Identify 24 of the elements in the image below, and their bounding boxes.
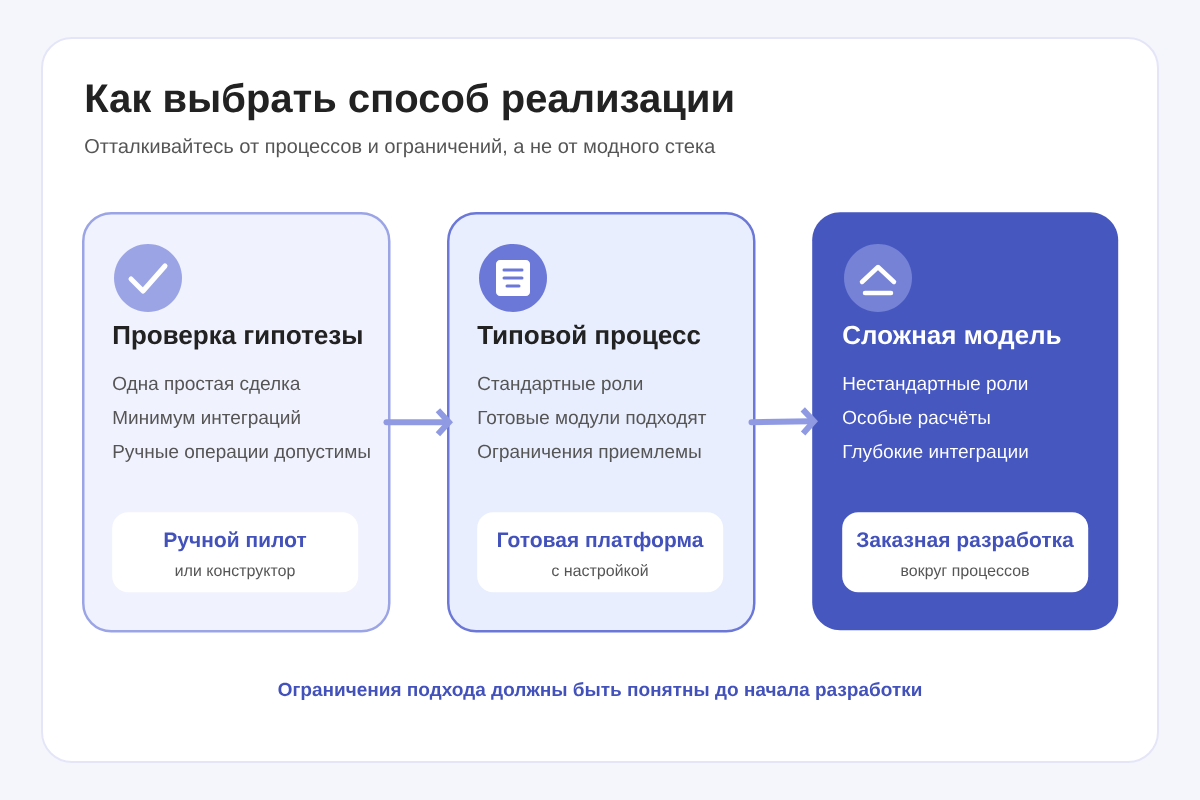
option-title: Ручной пилот xyxy=(164,531,307,552)
option-subtitle: или конструктор xyxy=(175,567,295,580)
list-item: Одна простая сделка xyxy=(113,376,301,394)
option-title: Заказная разработка xyxy=(856,531,1074,552)
card-heading: Сложная модель xyxy=(843,325,1061,350)
arrow xyxy=(383,408,453,437)
list-item: Ручные операции допустимы xyxy=(113,444,370,462)
list-item: Минимум интеграций xyxy=(113,409,300,428)
arrow xyxy=(748,407,818,436)
option-box xyxy=(842,512,1089,593)
subtitle: Отталкивайтесь от процессов и ограничений, а не от модного стека xyxy=(85,138,716,158)
option-subtitle: с настройкой xyxy=(552,564,648,580)
option-title: Готовая платформа xyxy=(498,531,704,552)
list-item: Особые расчёты xyxy=(843,410,990,428)
title: Как выбрать способ реализации xyxy=(86,82,733,121)
option-subtitle: вокруг процессов xyxy=(901,567,1029,580)
list-item: Готовые модули подходят xyxy=(478,410,707,428)
list-item: Стандартные роли xyxy=(478,376,642,394)
list-item: Глубокие интеграции xyxy=(843,444,1028,462)
card-heading: Проверка гипотезы xyxy=(113,326,362,350)
list-item: Ограничения приемлемы xyxy=(478,444,701,462)
footer-note: Ограничения подхода должны быть понятны до начала разработки xyxy=(278,682,922,700)
card-heading: Типовой процесс xyxy=(477,324,701,350)
list-item: Нестандартные роли xyxy=(843,376,1028,394)
